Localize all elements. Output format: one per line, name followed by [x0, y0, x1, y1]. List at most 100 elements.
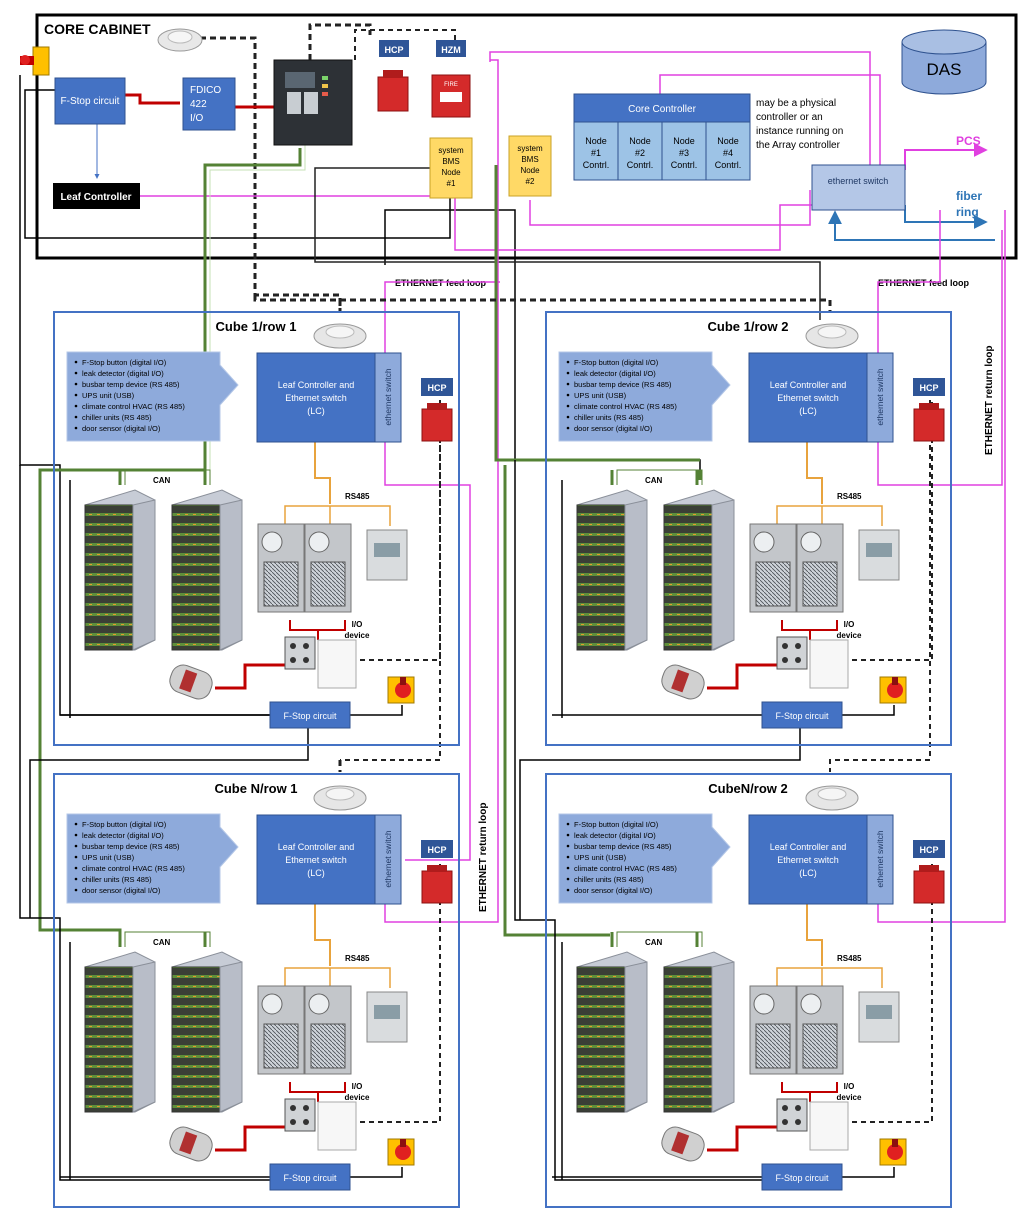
hvac-unit-icon [796, 985, 844, 1075]
io-device-label-1: I/O [352, 1082, 363, 1091]
device-bullet [566, 833, 570, 837]
leaf-controller-box[interactable] [256, 814, 376, 905]
leaf-controller-box[interactable] [256, 352, 376, 443]
core-black-line-a [24, 89, 451, 239]
bms1-line-1: system [438, 146, 464, 155]
controller-display-icon [858, 529, 900, 581]
cube-border [53, 311, 460, 746]
device-bullet [74, 371, 78, 375]
cube-fstop-box[interactable] [761, 1163, 843, 1191]
lc-label-line: Leaf Controller and [278, 842, 355, 852]
lc-label-line: Ethernet switch [285, 855, 347, 865]
io-red-c [707, 1125, 777, 1152]
fire-control-panel[interactable] [273, 59, 353, 146]
node-controllers: Node #1 Contrl. Node #2 Contrl. Node #3 … [573, 121, 751, 181]
rs485-bus [284, 505, 391, 526]
lc-label-line: (LC) [307, 406, 325, 416]
device-item: busbar temp device (RS 485) [574, 842, 672, 851]
device-item: UPS unit (USB) [574, 853, 627, 862]
device-item: climate control HVAC (RS 485) [82, 402, 185, 411]
can-drops [610, 470, 699, 485]
leaf-controller-box[interactable] [748, 814, 868, 905]
cube-fstop-box[interactable] [269, 701, 351, 729]
emergency-stop-icon[interactable] [387, 676, 415, 704]
cube-fstop-box[interactable] [761, 701, 843, 729]
bms-node-1-box[interactable] [429, 137, 473, 199]
core-cabinet: CORE CABINET [19, 13, 1018, 716]
device-item: F-Stop button (digital I/O) [574, 358, 659, 367]
cube-ethernet-switch[interactable] [374, 814, 402, 905]
cube-fstop-label: F-Stop circuit [283, 1173, 337, 1183]
device-item: climate control HVAC (RS 485) [574, 864, 677, 873]
core-can-green-a [203, 148, 302, 485]
emergency-stop-icon[interactable] [387, 1138, 415, 1166]
node-controller-4[interactable] [705, 121, 751, 181]
alarm-horn-icon [913, 403, 945, 442]
device-item: busbar temp device (RS 485) [574, 380, 672, 389]
fstop-wire [60, 1167, 403, 1178]
bms-node-2-box[interactable] [508, 135, 552, 197]
rs485-label: RS485 [837, 954, 862, 963]
core-ethernet-switch[interactable] [811, 164, 906, 211]
hvac-unit-icon [257, 523, 305, 613]
node3-l2: #3 [679, 148, 689, 158]
core-leaf-controller-box[interactable] [53, 183, 140, 209]
node-controller-2[interactable] [617, 121, 663, 181]
can-bus-right [503, 465, 610, 937]
lc-label-line: Ethernet switch [777, 393, 839, 403]
svg-text:FIRE: FIRE [444, 82, 458, 88]
fstop-wire [552, 1167, 895, 1178]
cube-ethernet-switch-label: ethernet switch [383, 368, 393, 425]
core-black-line-b [384, 209, 701, 480]
device-item: UPS unit (USB) [82, 391, 135, 400]
cube-ethernet-switch[interactable] [866, 814, 894, 905]
device-item: leak detector (digital I/O) [574, 369, 656, 378]
cube-fstop-box[interactable] [269, 1163, 351, 1191]
fstop-chain-left [19, 465, 270, 1181]
battery-rack-icon [84, 489, 156, 651]
core-fstop-box[interactable] [54, 77, 126, 125]
lc-label-line: Leaf Controller and [770, 380, 847, 390]
cubes: Cube 1/row 1F-Stop button (digital I/O)l… [53, 311, 952, 1208]
cube-2: Cube 1/row 2F-Stop button (digital I/O)l… [545, 311, 952, 746]
node-controller-3[interactable] [661, 121, 707, 181]
fdico-box[interactable] [182, 77, 236, 131]
node4-l2: #4 [723, 148, 733, 158]
core-hcp-tag [379, 40, 409, 57]
node1-l3: Contrl. [583, 160, 610, 170]
lc-label-line: Ethernet switch [777, 855, 839, 865]
core-ethernet-switch-label: ethernet switch [828, 176, 889, 186]
device-bullet [74, 393, 78, 397]
das-database-icon[interactable] [901, 29, 987, 95]
device-bullet [74, 822, 78, 826]
bms1-line-4: #1 [447, 179, 456, 188]
core-controller-header[interactable] [573, 93, 751, 123]
device-item: F-Stop button (digital I/O) [574, 820, 659, 829]
emergency-stop-icon[interactable] [879, 1138, 907, 1166]
rs485-label: RS485 [345, 954, 370, 963]
cube-ethernet-switch[interactable] [374, 352, 402, 443]
cube-ethernet-switch[interactable] [866, 352, 894, 443]
inter-cube-wiring [19, 59, 1006, 1181]
note-line-1: may be a physical [756, 98, 836, 109]
pcs-label: PCS [956, 134, 981, 148]
cube-hcp-label: HCP [427, 383, 446, 393]
smoke-detector-icon [805, 785, 859, 811]
cube-hcp-label: HCP [919, 845, 938, 855]
device-item: door sensor (digital I/O) [574, 424, 653, 433]
device-list-panel [558, 813, 731, 904]
fdico-red-link [125, 93, 180, 105]
can-label: CAN [153, 938, 171, 947]
alarm-horn-icon [913, 865, 945, 904]
device-item: busbar temp device (RS 485) [82, 380, 180, 389]
emergency-stop-icon[interactable] [879, 676, 907, 704]
emergency-stop-icon[interactable] [20, 46, 50, 76]
bms2-line-3: Node [520, 166, 540, 175]
fdico-line-1: FDICO [190, 85, 221, 96]
lc-label-line: Ethernet switch [285, 393, 347, 403]
node1-l1: Node [585, 136, 607, 146]
io-red-a [781, 620, 838, 631]
battery-rack-icon [576, 489, 648, 651]
lc-label-line: (LC) [799, 868, 817, 878]
rs485-bus [284, 967, 391, 988]
